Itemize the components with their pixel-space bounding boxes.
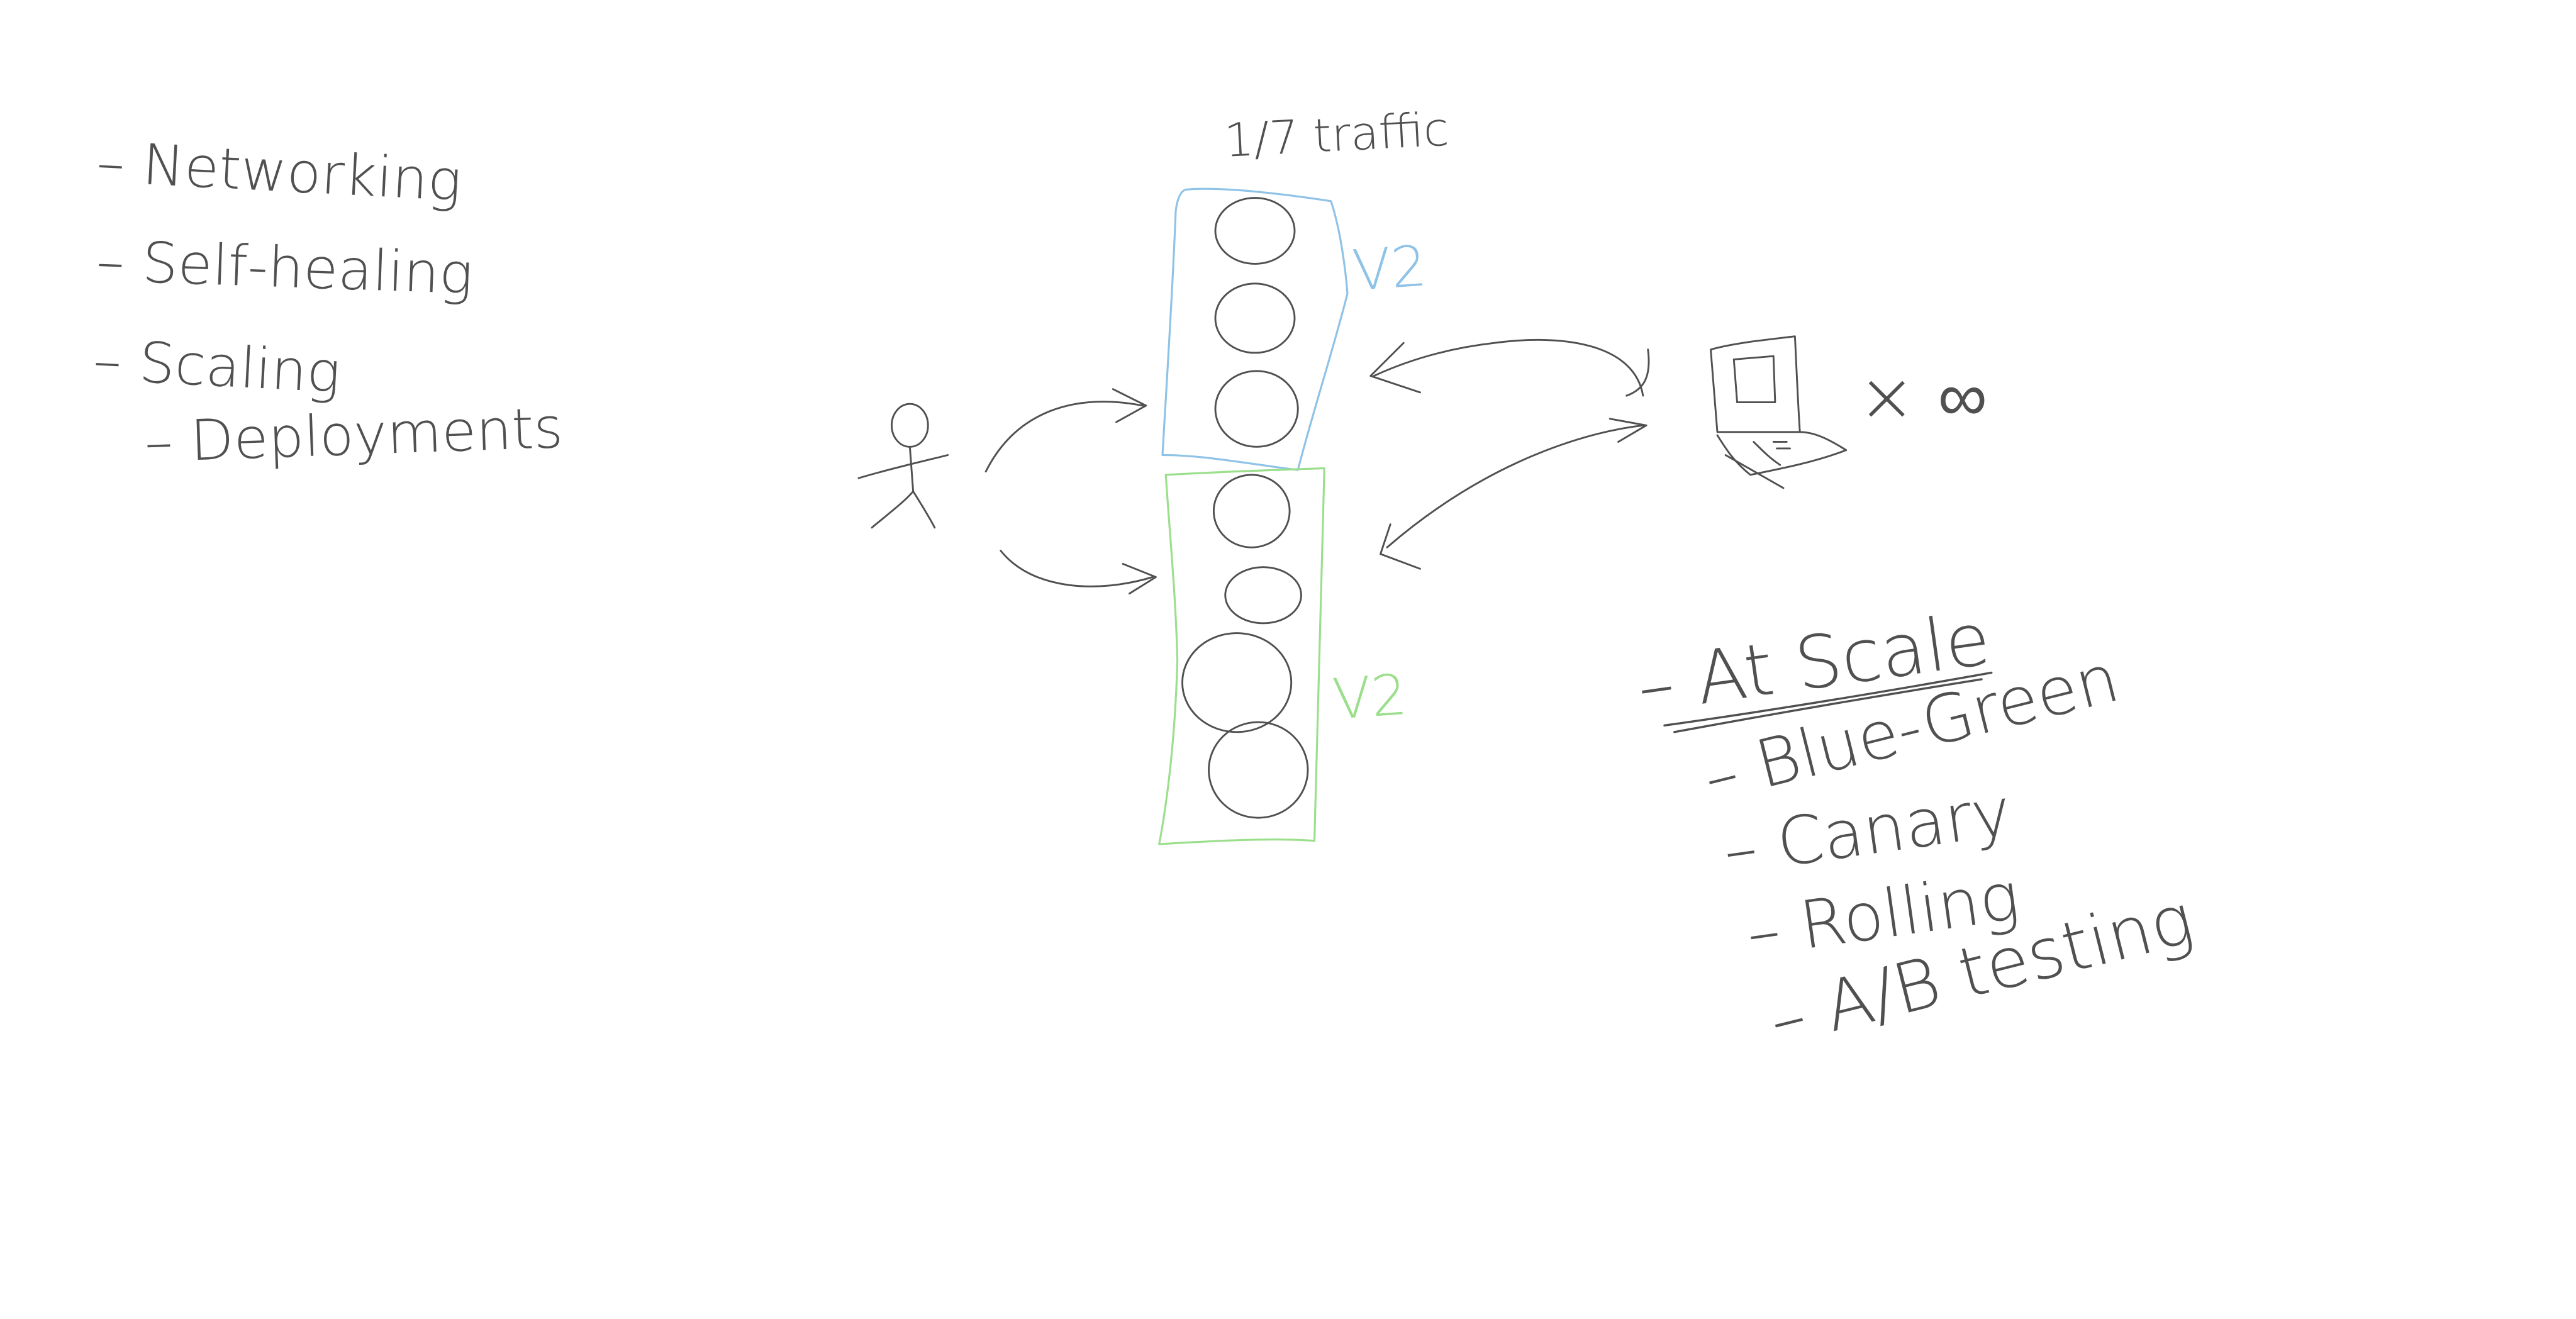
at-scale-list: – At Scale – Blue-Green – Canary – Rolli…	[1632, 597, 2200, 1061]
green-group-box	[1158, 467, 1325, 845]
arrow-laptop-to-blue-group	[1373, 338, 1644, 397]
pod-circle-icon	[1208, 721, 1309, 819]
laptop-to-pods-arrows	[1369, 338, 1650, 570]
arrow-to-green-group	[1000, 550, 1154, 587]
left-notes: – Networking – Self-healing – Scaling – …	[92, 130, 564, 476]
laptop-icon	[1710, 335, 1848, 489]
pod-circle-icon	[1212, 474, 1291, 548]
blue-group-box	[1161, 187, 1349, 471]
stick-figure-icon	[857, 403, 949, 529]
bottom-group-label: V2	[1330, 662, 1409, 733]
pod-circle-icon	[1214, 282, 1296, 354]
arrow-laptop-to-green-group	[1386, 424, 1644, 548]
note-deployments: – Deployments	[143, 396, 564, 476]
arrow-to-blue-group	[984, 401, 1144, 473]
pod-circle-icon	[1214, 370, 1299, 448]
pod-circle-icon	[1224, 566, 1302, 625]
note-self-healing: – Self-healing	[95, 229, 474, 308]
top-group-label: V2	[1351, 233, 1429, 304]
note-networking: – Networking	[95, 130, 463, 214]
pod-circle-icon	[1181, 632, 1293, 733]
blue-pod-group: V2	[1161, 187, 1429, 471]
note-scaling: – Scaling	[92, 328, 342, 406]
user-to-pods-arrows	[984, 388, 1157, 595]
pod-circle-icon	[1214, 197, 1296, 265]
green-pod-group: V2	[1158, 467, 1409, 845]
traffic-label: 1/7 traffic	[1223, 103, 1450, 167]
laptop-multiplier-label: × ∞	[1858, 356, 1987, 437]
at-scale-underline	[1663, 671, 1993, 733]
